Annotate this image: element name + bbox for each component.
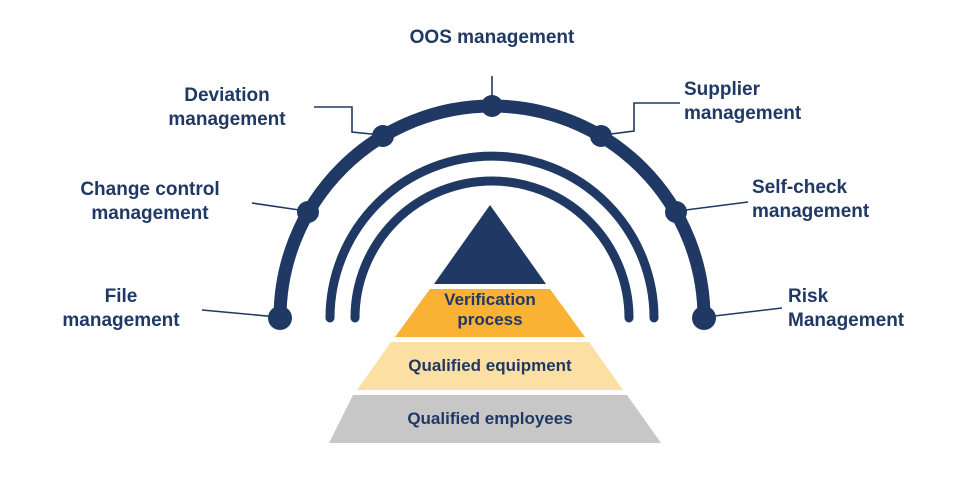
arc-label-deviation-management: Deviation management: [168, 85, 286, 130]
arc-label-change-control-management: Change control management: [80, 179, 220, 224]
pyramid-label-qualified-employees: Qualified employees: [407, 409, 573, 428]
arc-label-supplier-management: Supplier management: [684, 79, 802, 124]
node-file: [268, 306, 292, 330]
node-oos: [481, 95, 503, 117]
node-risk: [692, 306, 716, 330]
connector-self-check: [677, 201, 749, 212]
arc-label-file-management: File management: [62, 286, 180, 331]
connector-supplier: [602, 102, 680, 136]
pyramid-label-verification-process: Verification process: [444, 290, 536, 329]
pyramid-label-qualified-equipment: Qualified equipment: [408, 356, 572, 375]
connector-change-control: [251, 202, 307, 212]
node-deviation: [372, 125, 394, 147]
pyramid-apex-triangle: [434, 205, 546, 284]
node-supplier: [590, 125, 612, 147]
pyramid-layer-employees: [329, 395, 661, 443]
connector-deviation: [314, 106, 382, 136]
middle-arc: [325, 151, 659, 323]
arc-label-risk-management: Risk Management: [788, 286, 905, 331]
inner-arc: [350, 176, 634, 323]
pyramid-layer-equipment: [357, 342, 623, 390]
arc-label-self-check-management: Self-check management: [752, 177, 870, 222]
pyramid-layer-verification: [395, 289, 585, 337]
connector-file: [201, 309, 279, 318]
node-change-control: [297, 201, 319, 223]
connector-risk: [705, 307, 783, 318]
arc-label-oos-management: OOS management: [409, 27, 575, 48]
node-self-check: [665, 201, 687, 223]
